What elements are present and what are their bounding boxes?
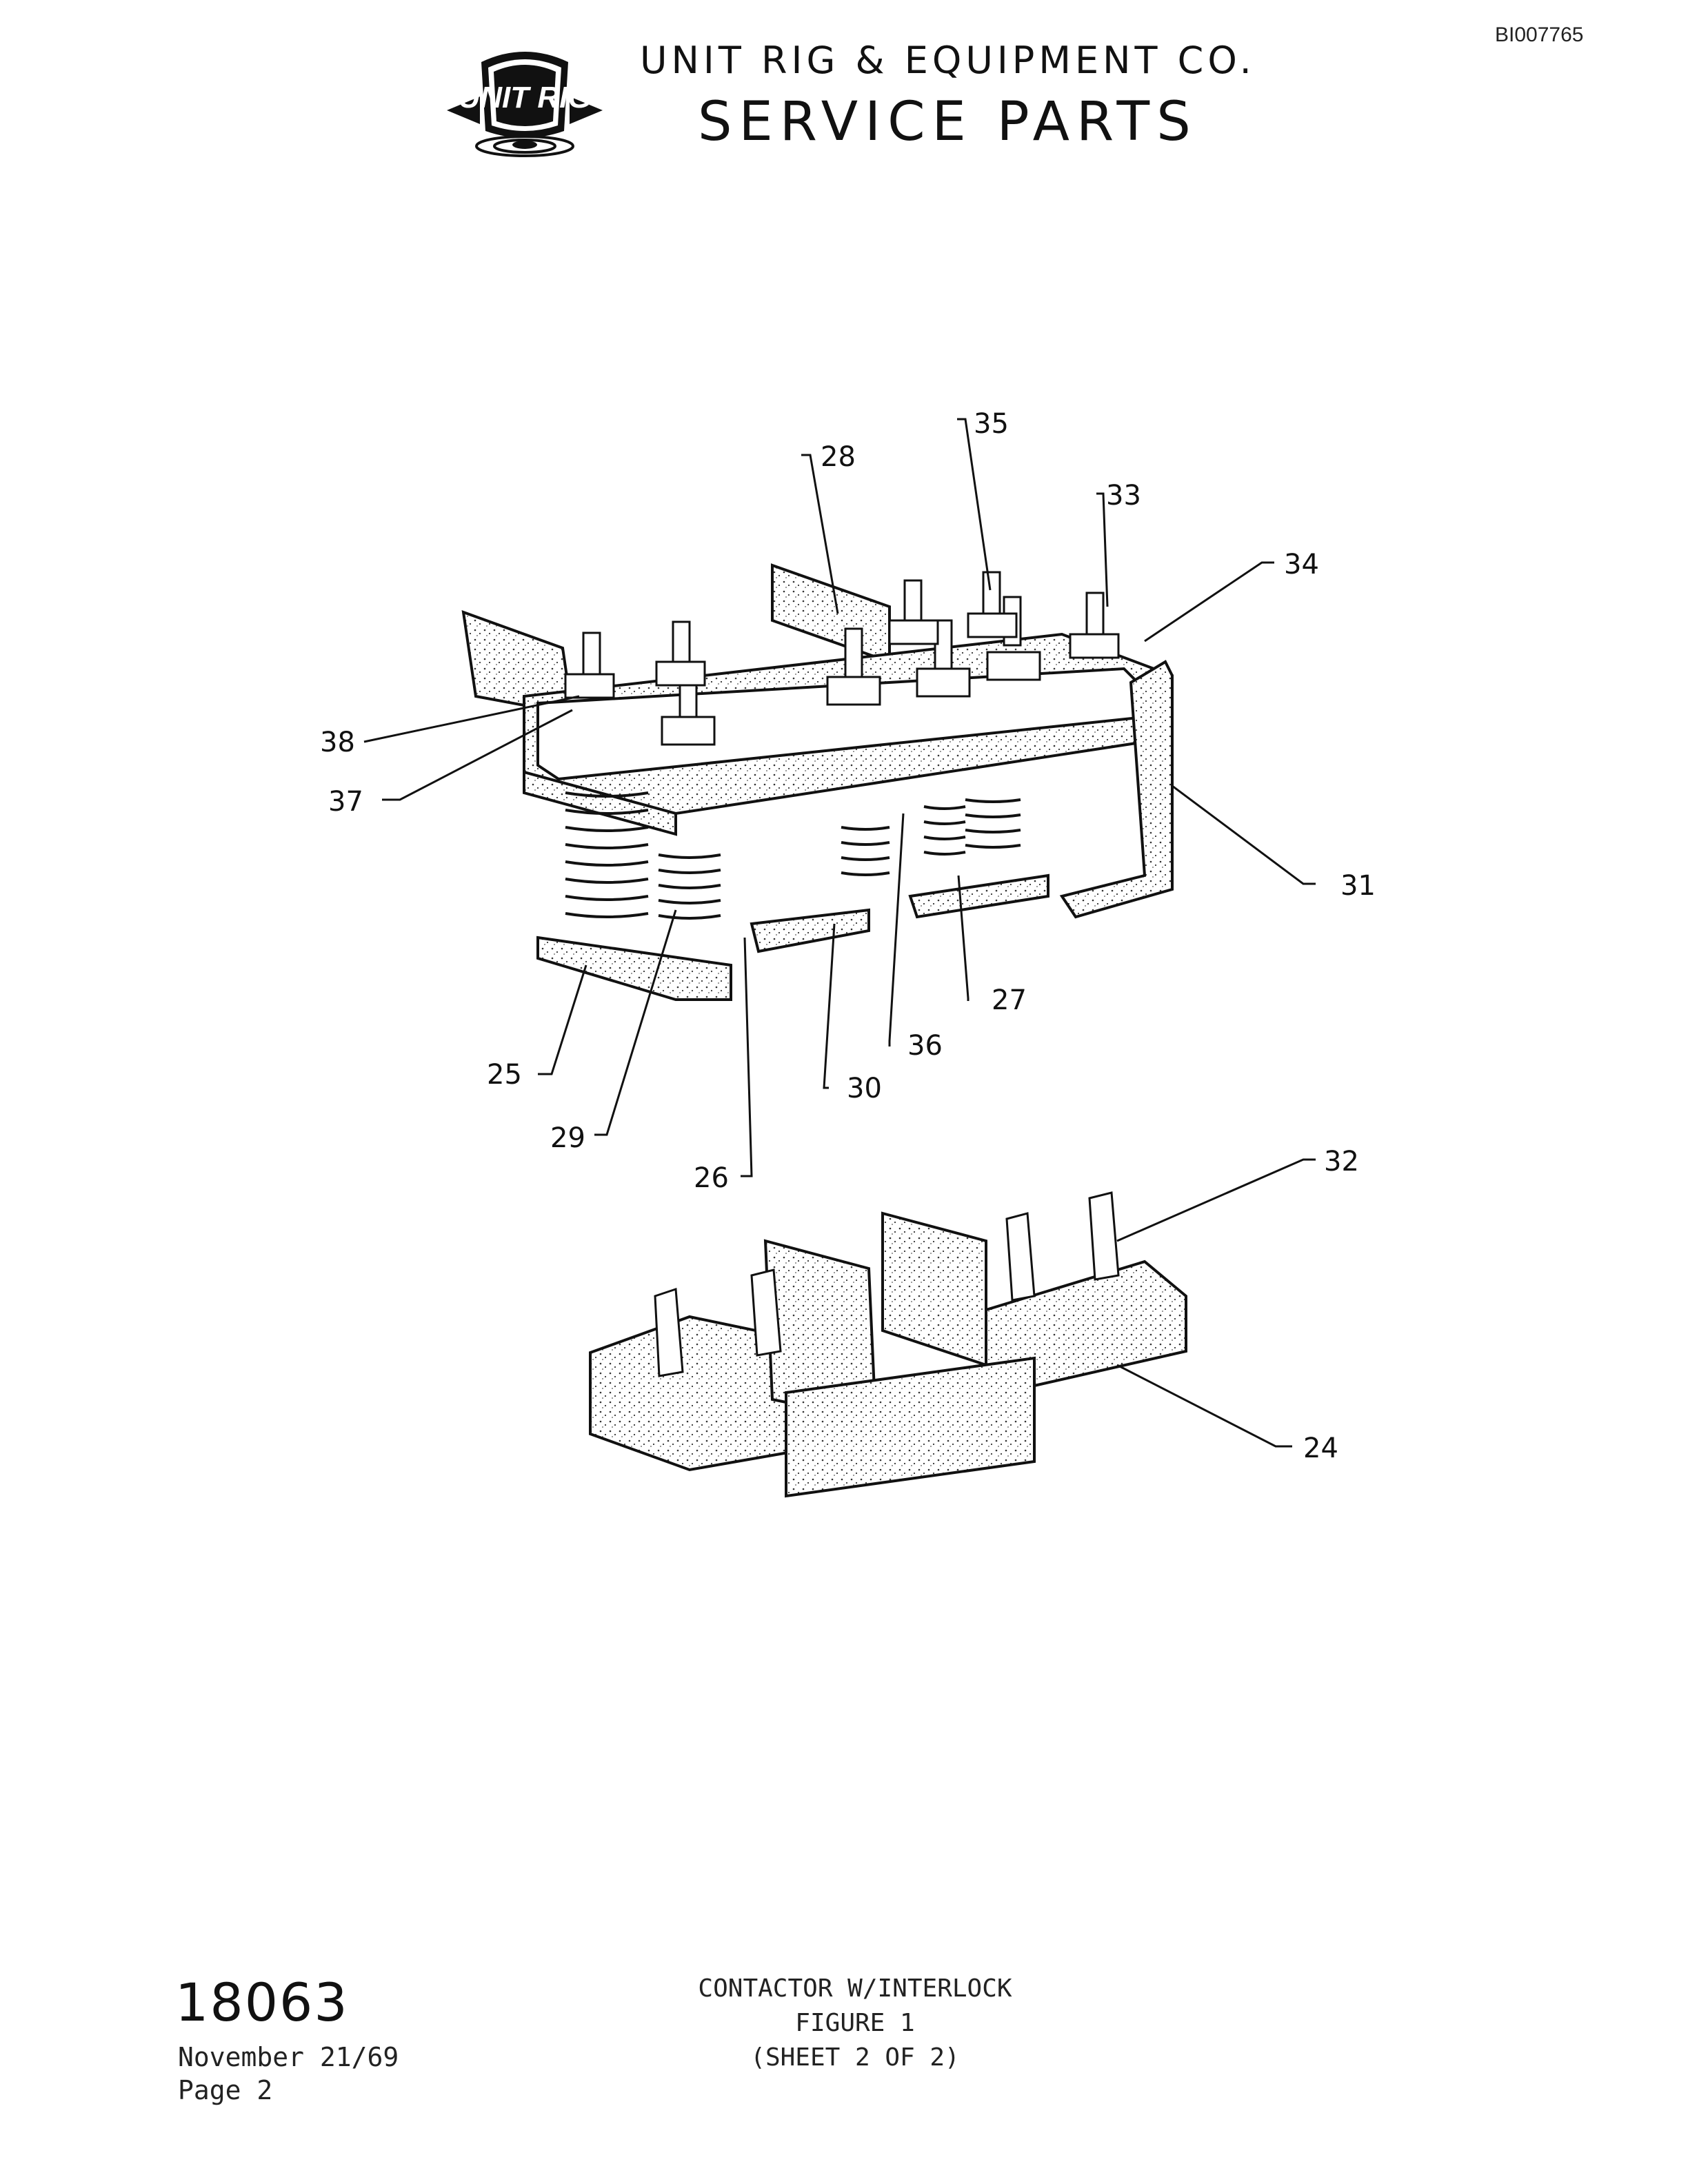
lower-contact-block (589, 1211, 1187, 1498)
unit-rig-logo: UNIT RIG (447, 52, 603, 157)
callout-38: 38 (320, 727, 355, 758)
terminal-studs (564, 571, 1120, 746)
callout-33: 33 (1106, 480, 1141, 512)
callout-31: 31 (1340, 870, 1376, 902)
callout-29: 29 (550, 1122, 585, 1154)
callout-36: 36 (907, 1030, 943, 1062)
springs (565, 791, 1021, 920)
caption-figure: FIGURE 1 (795, 2009, 915, 2037)
callout-34: 34 (1284, 549, 1319, 580)
callout-28: 28 (821, 441, 856, 473)
caption-sheet: (SHEET 2 OF 2) (750, 2043, 960, 2072)
callout-32: 32 (1324, 1146, 1359, 1177)
stationary-contact-tips (654, 1191, 1120, 1377)
page-number: Page 2 (178, 2075, 273, 2105)
callout-37: 37 (328, 786, 363, 818)
leader-lines (363, 418, 1316, 1448)
callout-35: 35 (974, 408, 1009, 440)
callout-26: 26 (694, 1162, 729, 1194)
callout-25: 25 (487, 1059, 522, 1091)
company-name: UNIT RIG & EQUIPMENT CO. (640, 39, 1256, 82)
document-date: November 21/69 (178, 2042, 399, 2072)
figure-caption: CONTACTOR W/INTERLOCK FIGURE 1 (SHEET 2 … (607, 1972, 1103, 2075)
exploded-parts-figure: 28 35 33 34 38 37 31 27 36 30 25 29 26 3… (320, 408, 1376, 1498)
caption-title: CONTACTOR W/INTERLOCK (698, 1974, 1012, 2003)
document-id: BI007765 (1495, 23, 1584, 46)
upper-contactor-assembly (461, 563, 1174, 1001)
callout-30: 30 (847, 1073, 882, 1104)
callout-24: 24 (1303, 1433, 1338, 1464)
part-number: 18063 (175, 1972, 349, 2033)
logo-wordmark: UNIT RIG (458, 81, 591, 114)
section-title: SERVICE PARTS (698, 91, 1198, 153)
callout-27: 27 (992, 984, 1027, 1016)
